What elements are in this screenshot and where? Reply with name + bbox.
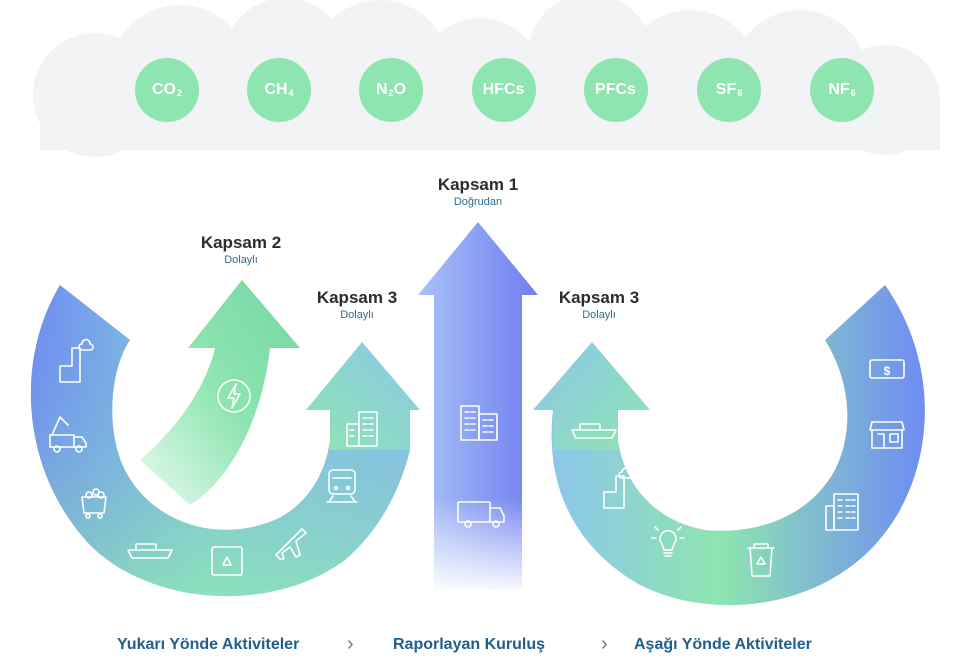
- scope3-upstream-arrow: [306, 342, 420, 450]
- recycling-bin-icon: [211, 546, 243, 576]
- shipping-vessel-icon: [571, 423, 617, 439]
- storefront-icon: [869, 421, 905, 449]
- airplane-icon: [275, 528, 307, 560]
- delivery-truck-icon: [457, 501, 505, 528]
- scope2-label: Kapsam 2 Dolaylı: [161, 233, 321, 267]
- upstream-activities-label: Yukarı Yönde Aktiviteler: [117, 636, 300, 653]
- scope1-subtitle: Doğrudan: [453, 196, 503, 208]
- trash-bin-icon: [747, 543, 775, 577]
- plant-icon: [603, 467, 634, 509]
- scope3-downstream-title: Kapsam 3: [558, 288, 640, 307]
- scope3-upstream-label: Kapsam 3 Dolaylı: [277, 288, 437, 322]
- scope1-label: Kapsam 1 Doğrudan: [398, 175, 558, 209]
- factory-icon: [59, 338, 94, 383]
- downstream-flow: [551, 250, 954, 606]
- electricity-icon: [217, 379, 251, 413]
- mining-cart-icon: [81, 488, 107, 519]
- light-bulb-icon: [651, 526, 685, 557]
- scope3-upstream-subtitle: Dolaylı: [340, 309, 374, 321]
- scope3-upstream-title: Kapsam 3: [316, 288, 398, 307]
- scope3-downstream-arrow: [533, 342, 650, 450]
- gas-pfcs: PFCs: [584, 58, 648, 122]
- reporting-company-label: Raporlayan Kuruluş: [393, 636, 546, 653]
- scope3-downstream-label: Kapsam 3 Dolaylı: [519, 288, 679, 322]
- scope2-title: Kapsam 2: [200, 233, 282, 252]
- scope2-subtitle: Dolaylı: [224, 254, 258, 266]
- chevron-right-icon: ›: [347, 633, 354, 655]
- scope2-arrow: [140, 280, 300, 505]
- money-bill-icon: [869, 359, 905, 379]
- gas-hfcs: HFCs: [472, 58, 536, 122]
- downstream-activities-label: Aşağı Yönde Aktiviteler: [634, 636, 812, 653]
- upstream-flow: [0, 250, 410, 597]
- office-building-icon: [346, 411, 378, 447]
- cargo-ship-icon: [127, 543, 173, 559]
- tow-truck-icon: [49, 416, 87, 453]
- train-icon: [326, 469, 358, 503]
- headquarters-building-icon: [460, 405, 498, 441]
- dollar-sign-icon: $: [884, 364, 891, 378]
- scope3-downstream-subtitle: Dolaylı: [582, 309, 616, 321]
- chevron-right-icon: ›: [601, 633, 608, 655]
- apartment-building-icon: [825, 493, 859, 531]
- scope1-title: Kapsam 1: [437, 175, 519, 194]
